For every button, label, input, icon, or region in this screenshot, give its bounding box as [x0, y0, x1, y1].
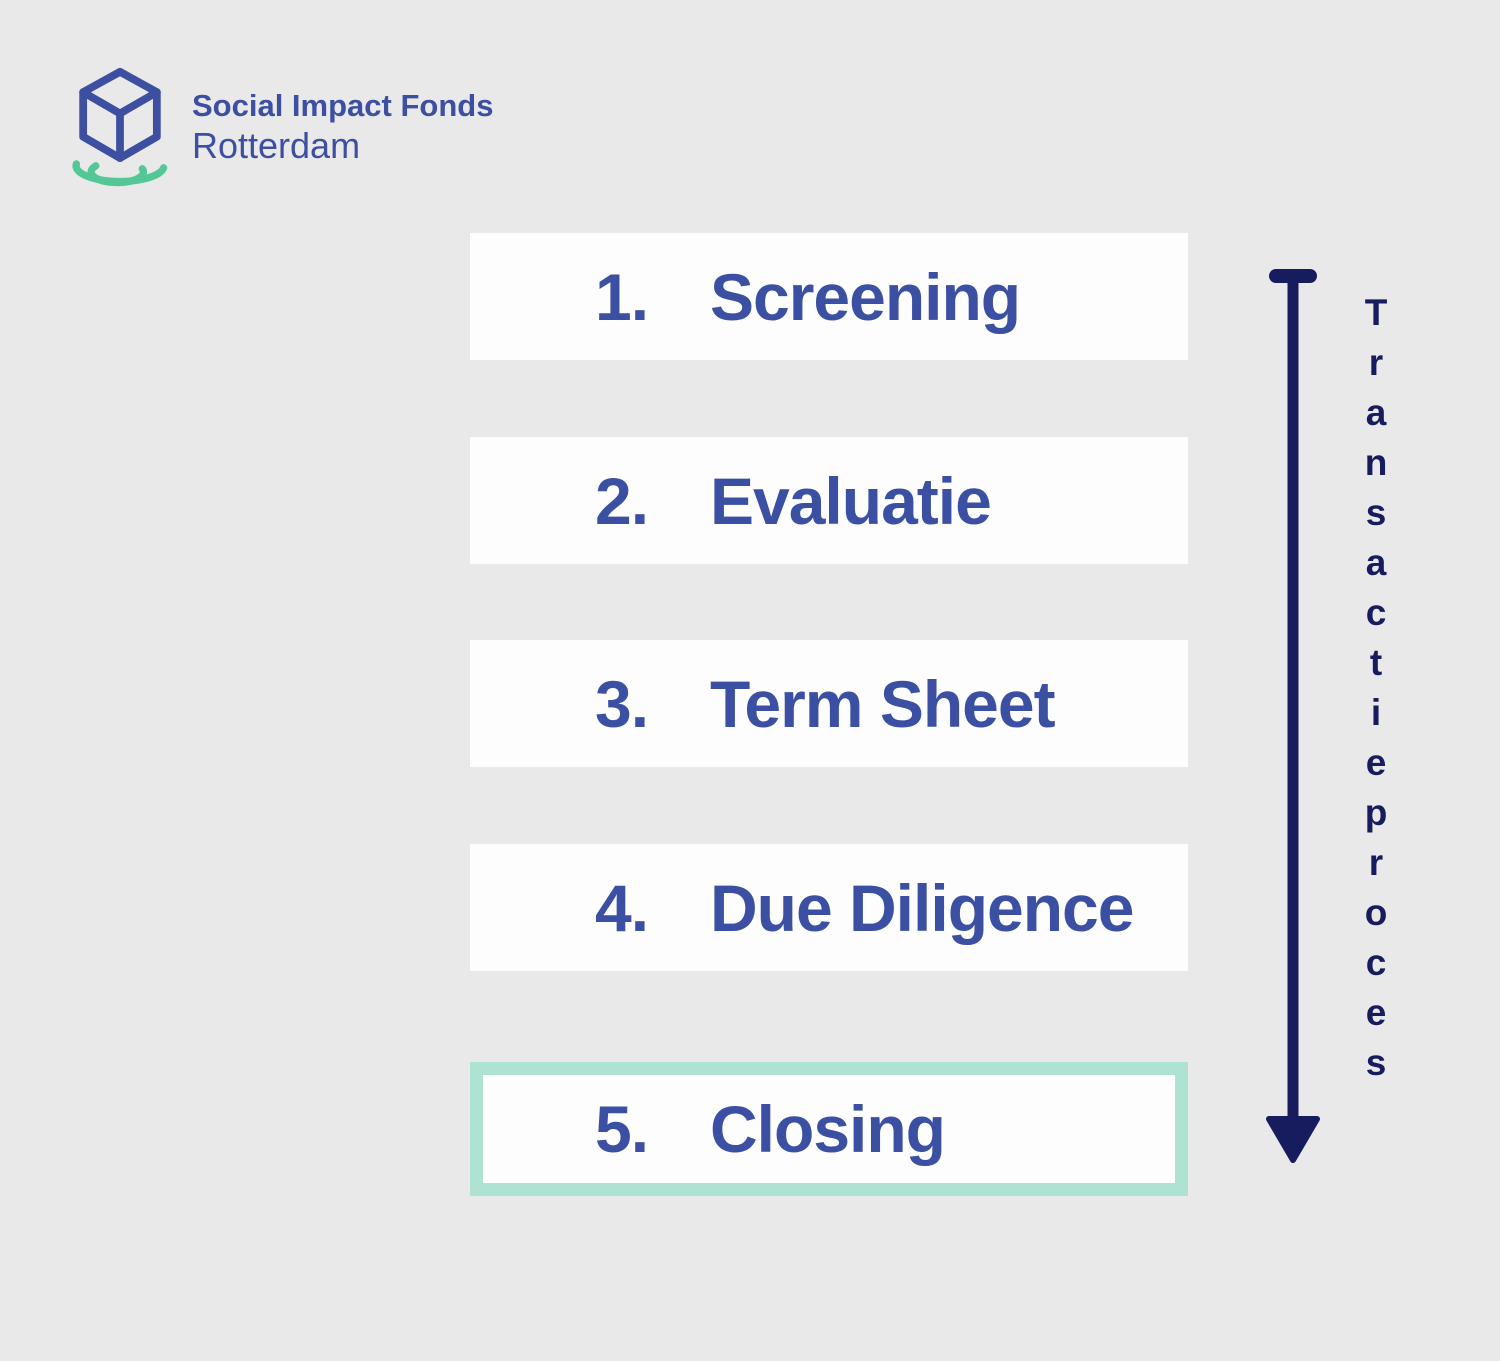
step-label: Evaluatie: [710, 463, 992, 538]
step-label: Term Sheet: [710, 666, 1056, 741]
step-number: 3.: [595, 666, 649, 741]
logo-subtitle: Rotterdam: [192, 124, 361, 166]
step-number: 1.: [595, 259, 649, 334]
cube-ripple-icon: [72, 67, 168, 187]
step-box-due-diligence: 4. Due Diligence: [470, 844, 1223, 1004]
step-box-term-sheet: 3. Term Sheet: [470, 640, 1223, 800]
down-arrow-icon: [1266, 269, 1320, 1163]
step-number: 4.: [595, 870, 649, 945]
step-number: 5.: [595, 1092, 649, 1166]
logo-title: Social Impact Fonds: [192, 88, 494, 123]
step-box-evaluatie: 2. Evaluatie: [470, 437, 1223, 597]
step-label: Screening: [710, 259, 1021, 334]
step-label: Closing: [710, 1092, 946, 1166]
logo: Social Impact Fonds Rotterdam: [70, 66, 493, 192]
step-box-closing-highlighted: 5. Closing: [470, 1062, 1226, 1237]
step-label: Due Diligence: [710, 870, 1134, 945]
step-number: 2.: [595, 463, 649, 538]
logo-text: Social Impact Fonds Rotterdam: [192, 88, 493, 167]
step-box-screening: 1. Screening: [470, 233, 1223, 393]
